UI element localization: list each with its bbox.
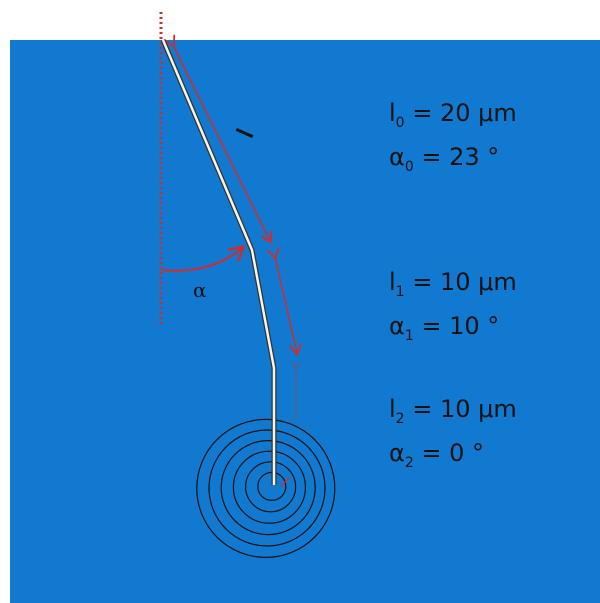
length-arrow-segment-1: [275, 257, 297, 353]
segment-2-params: l2 = 10 μm α2 = 0 °: [389, 392, 517, 480]
segment-1-params: l1 = 10 μm α1 = 10 °: [389, 265, 517, 353]
segment-1-length: l1 = 10 μm: [389, 268, 517, 300]
angle-arc: [160, 248, 242, 272]
segment-2-length: l2 = 10 μm: [389, 395, 517, 427]
segment-0-angle: α0 = 23 °: [389, 143, 500, 175]
segment-1-angle: α1 = 10 °: [389, 312, 500, 344]
segment-2-angle: α2 = 0 °: [389, 439, 485, 471]
spiral-ring-3: [232, 450, 306, 524]
spiral-ring-2: [245, 461, 297, 513]
segment-0-params: l0 = 20 μm α0 = 23 °: [389, 96, 517, 184]
length-arrow-segment-0: [173, 45, 270, 241]
spiral-ring-6: [196, 418, 336, 558]
diagram-background: [10, 40, 600, 603]
segment-0-length: l0 = 20 μm: [389, 99, 517, 131]
angle-label: α: [193, 278, 207, 302]
probe-shaft: [161, 39, 276, 485]
spiral-coil: [196, 418, 336, 558]
spiral-end-mark: [280, 477, 290, 487]
spiral-ring-5: [208, 429, 326, 547]
spiral-ring-4: [220, 440, 316, 536]
